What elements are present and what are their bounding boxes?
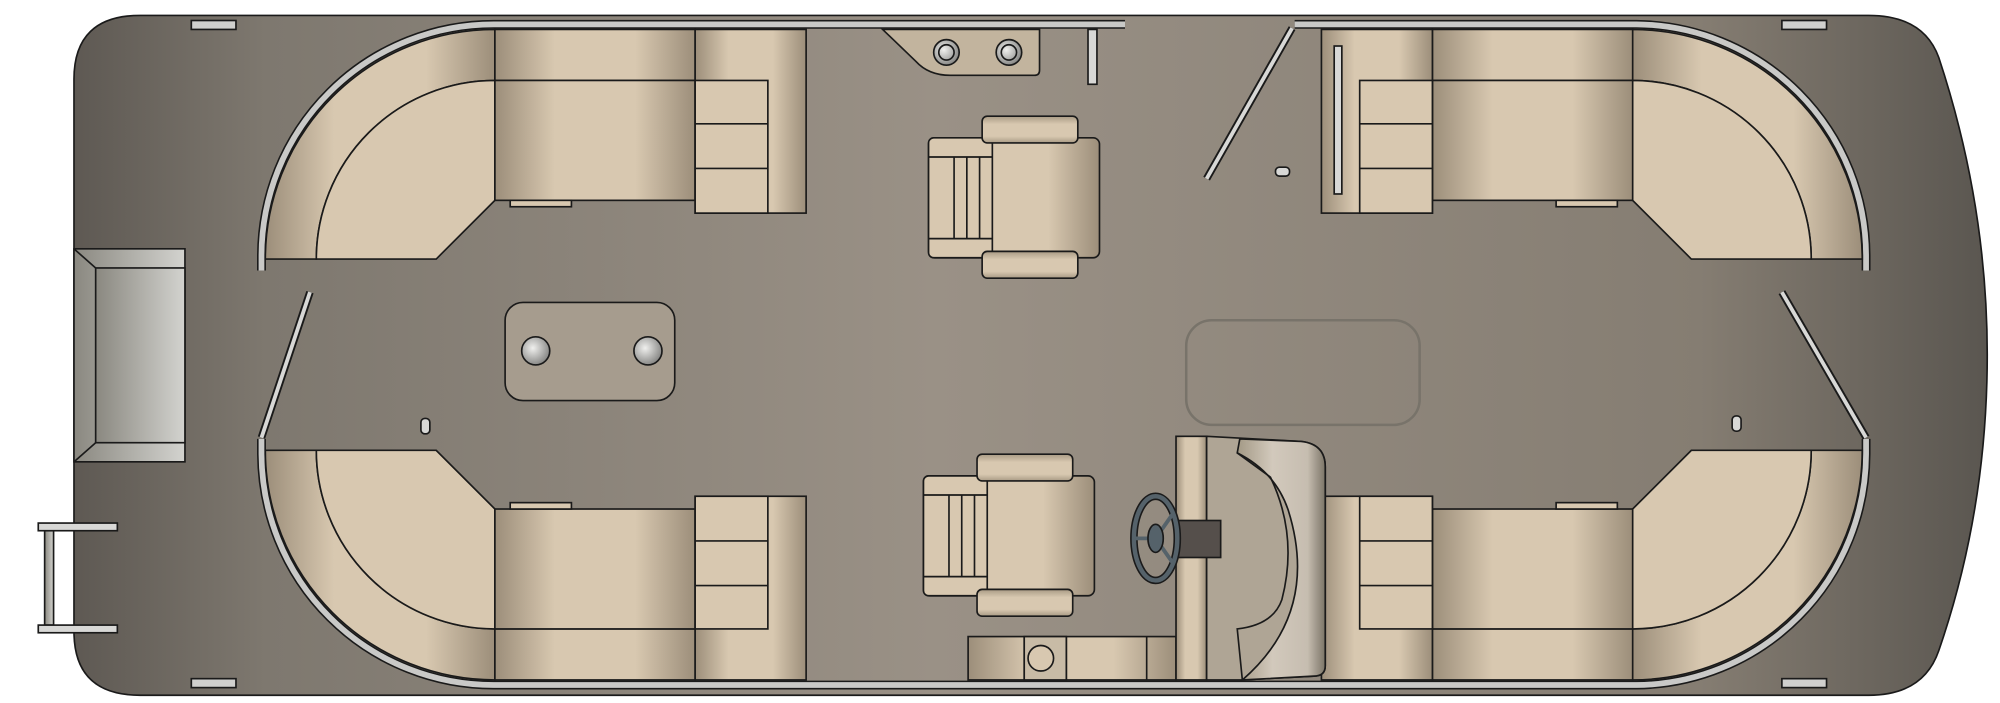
boarding-ladder[interactable] (37, 522, 119, 634)
cup-holder-icon (520, 336, 551, 366)
front-bench (967, 635, 1177, 681)
helm-console (1175, 435, 1327, 681)
gates[interactable] (257, 26, 1870, 440)
cup-holder-icon (633, 336, 663, 366)
captain-chair-bottom (922, 453, 1096, 617)
captain-chair-top (927, 115, 1101, 279)
bow-gate-panel (73, 247, 186, 463)
steering-wheel-icon[interactable] (1130, 492, 1182, 585)
rail-clamps (190, 19, 1828, 689)
cleats (420, 45, 1742, 435)
cup-holder-icon (995, 38, 1023, 66)
table (504, 301, 676, 402)
perimeter-rail (257, 19, 1871, 690)
cup-holder-icon (932, 38, 961, 66)
bow-console (880, 28, 1098, 86)
storage-hatch[interactable] (1184, 318, 1421, 427)
